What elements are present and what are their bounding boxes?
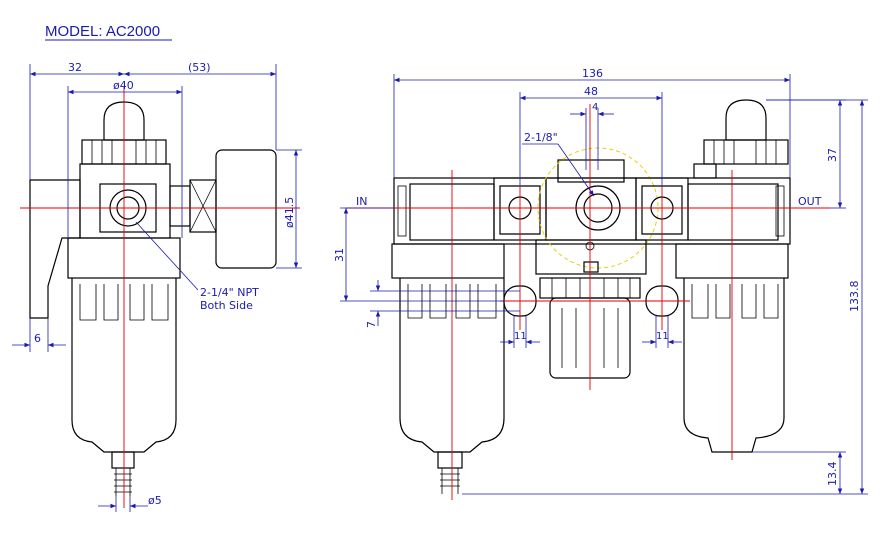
- dim-48: 48: [584, 85, 598, 98]
- dim-31: 31: [333, 248, 346, 262]
- port-note-line2: Both Side: [200, 299, 253, 312]
- dim-11-right: 11: [656, 331, 669, 342]
- dim-53: (53): [188, 61, 211, 74]
- in-label: IN: [356, 195, 367, 208]
- reg-gauge-port-top: [557, 159, 625, 183]
- left-guard: [391, 243, 505, 279]
- dim-133-8: 133.8: [848, 281, 861, 313]
- out-label: OUT: [798, 195, 822, 208]
- dim-7: 7: [365, 321, 378, 328]
- dim-136: 136: [582, 67, 603, 80]
- side-bracket: [29, 179, 81, 319]
- dim-32: 32: [68, 61, 82, 74]
- dim-37: 37: [826, 148, 839, 162]
- dim-4: 4: [592, 102, 598, 113]
- right-knob-ring: [703, 139, 789, 165]
- side-connector: [169, 185, 191, 227]
- front-top-body: [393, 177, 791, 245]
- dim-d5: ø5: [148, 494, 162, 507]
- right-cap: [725, 99, 767, 141]
- right-bowl: [683, 278, 785, 453]
- dim-11-left: 11: [514, 331, 527, 342]
- side-view: 32 (53) ø40 ø41.5 6 ø5 2-1/4" NPT Both S…: [12, 61, 302, 512]
- side-gauge: [215, 149, 277, 269]
- left-drain: [437, 451, 463, 469]
- side-drain: [111, 451, 135, 469]
- dim-d41-5: ø41.5: [283, 197, 296, 228]
- gauge-port-label: 2-1/8": [524, 131, 558, 144]
- front-view: 136 48 4 2-1/8" IN OUT 37 133.8 13.4: [333, 67, 868, 500]
- model-title: MODEL: AC2000: [45, 23, 160, 40]
- dim-6: 6: [34, 332, 41, 345]
- dim-13-4: 13.4: [826, 462, 839, 487]
- dim-d40: ø40: [113, 79, 134, 92]
- right-unit-head: [687, 183, 779, 241]
- port-note-line1: 2-1/4" NPT: [200, 286, 259, 299]
